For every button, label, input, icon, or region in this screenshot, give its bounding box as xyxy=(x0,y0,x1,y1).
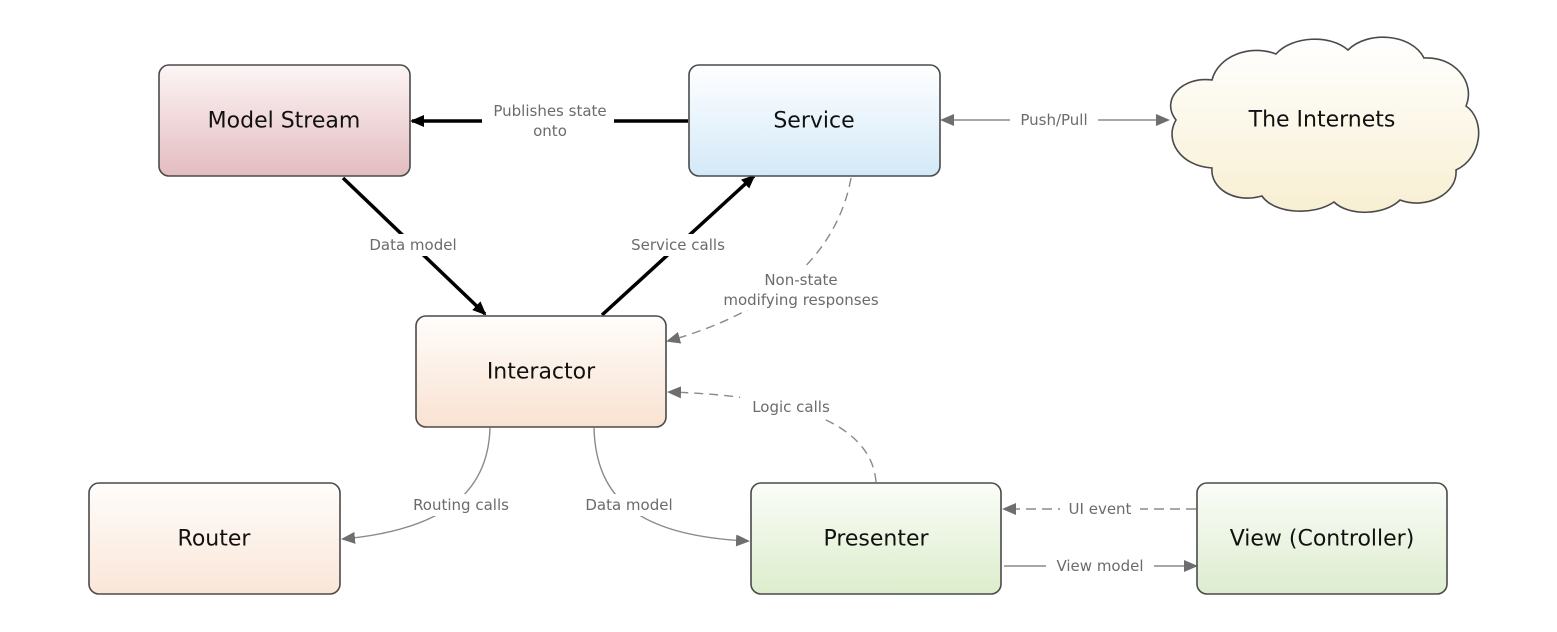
interactor-label: Interactor xyxy=(487,360,596,385)
node-router: Router xyxy=(88,482,341,595)
logic-calls-label: Logic calls xyxy=(752,398,830,416)
node-the-internets: The Internets xyxy=(1169,36,1480,213)
view-model-label: View model xyxy=(1056,557,1143,575)
node-presenter: Presenter xyxy=(750,482,1002,595)
service-label: Service xyxy=(773,109,854,134)
routing-calls-label: Routing calls xyxy=(413,496,509,514)
view-controller-label: View (Controller) xyxy=(1230,527,1415,552)
internets-label: The Internets xyxy=(1248,108,1396,133)
edge-routing-calls: Routing calls xyxy=(341,427,520,544)
node-service: Service xyxy=(688,64,941,177)
node-interactor: Interactor xyxy=(415,315,667,428)
edge-publishes-state: Publishes state onto xyxy=(410,100,688,142)
edge-data-model-stream: Data model xyxy=(341,176,487,316)
node-view-controller: View (Controller) xyxy=(1196,482,1448,595)
publishes-label-line2: onto xyxy=(533,122,567,140)
edge-service-calls: Service calls xyxy=(600,174,756,317)
service-calls-label: Service calls xyxy=(631,236,725,254)
non-state-label-line2: modifying responses xyxy=(723,291,878,309)
publishes-label-line1: Publishes state xyxy=(493,102,606,120)
ui-event-label: UI event xyxy=(1069,500,1132,518)
non-state-label-line1: Non-state xyxy=(764,271,837,289)
model-stream-label: Model Stream xyxy=(208,109,361,134)
data-model-presenter-label: Data model xyxy=(585,496,672,514)
data-model-stream-label: Data model xyxy=(369,236,456,254)
edge-logic-calls: Logic calls xyxy=(667,386,877,483)
presenter-label: Presenter xyxy=(823,527,929,552)
edge-view-model: View model xyxy=(1004,556,1198,576)
push-pull-label: Push/Pull xyxy=(1020,111,1087,129)
edge-non-state-responses: Non-state modifying responses xyxy=(666,177,880,344)
edge-ui-event: UI event xyxy=(1002,499,1196,519)
edge-data-model-presenter: Data model xyxy=(576,427,750,547)
edge-push-pull: Push/Pull xyxy=(940,110,1170,130)
router-label: Router xyxy=(178,527,252,552)
node-model-stream: Model Stream xyxy=(158,64,411,177)
